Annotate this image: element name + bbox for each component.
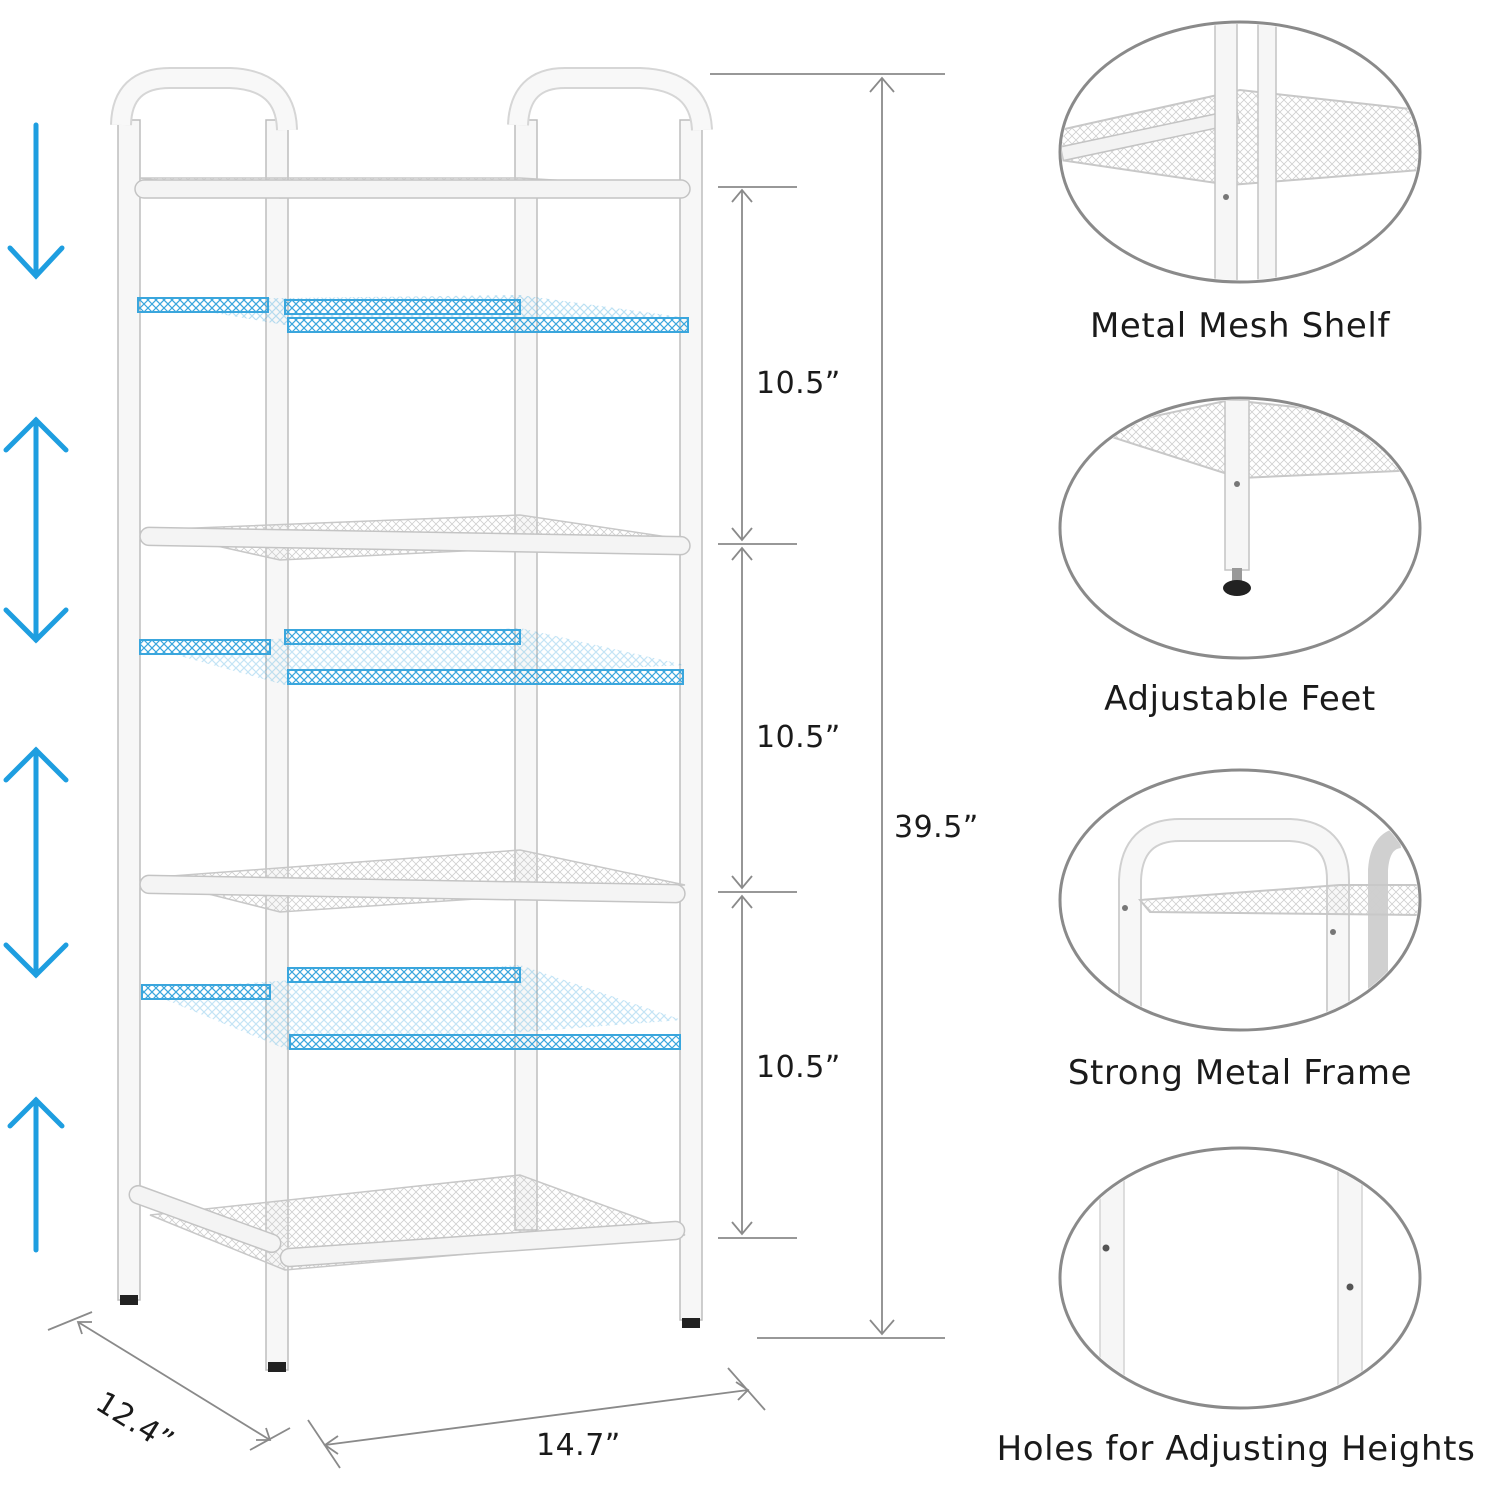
shelf-spacing-label-3: 10.5” [756,1050,841,1085]
height-adjust-arrows [3,122,69,1253]
total-height-label: 39.5” [894,810,979,845]
feature-label-mesh-shelf: Metal Mesh Shelf [1089,306,1391,346]
width-label: 14.7” [536,1428,621,1463]
feature-closeups [1058,20,1422,1410]
shelf-spacing-label-1: 10.5” [756,366,841,401]
adjustable-foot-closeup-icon [1058,396,1422,660]
blue-adjustable-shelves [137,295,689,1050]
rear-posts [507,67,713,1321]
feature-label-adjusting-holes: Holes for Adjusting Heights [996,1429,1476,1469]
feature-label-adjustable-feet: Adjustable Feet [1104,679,1376,719]
white-shelves [128,177,691,1271]
adjustment-holes-closeup-icon [1058,1146,1422,1410]
frame-handle-closeup-icon [1058,768,1422,1032]
front-posts [110,67,298,1371]
rack-feet [120,1295,700,1372]
dimension-lines [47,73,945,1469]
mesh-shelf-closeup-icon [1058,20,1422,284]
feature-label-metal-frame: Strong Metal Frame [1067,1053,1413,1093]
shelf-spacing-label-2: 10.5” [756,720,841,755]
